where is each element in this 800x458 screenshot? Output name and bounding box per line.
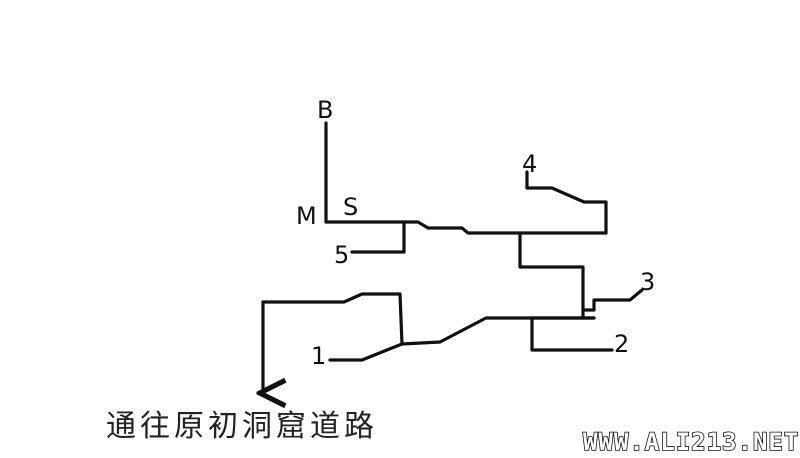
path-upper-loop: [263, 292, 404, 393]
path-branch-4: [525, 170, 608, 235]
path-lower-corridor: [328, 316, 596, 362]
path-mid-drop: [518, 231, 585, 320]
path-branch-2: [530, 316, 614, 352]
label-s: S: [343, 193, 358, 221]
path-branch-5: [350, 220, 406, 254]
label-4: 4: [522, 150, 537, 178]
label-m: M: [296, 202, 317, 230]
label-5: 5: [334, 241, 349, 269]
label-b: B: [317, 96, 333, 124]
site-watermark: WWW.ALI213.NET: [583, 428, 799, 456]
path-main-corridor: [324, 220, 608, 235]
label-2: 2: [614, 330, 629, 358]
label-1: 1: [311, 342, 326, 370]
route-caption: 通往原初洞窟道路: [106, 409, 378, 444]
label-3: 3: [640, 268, 655, 296]
path-branch-3: [581, 288, 644, 312]
